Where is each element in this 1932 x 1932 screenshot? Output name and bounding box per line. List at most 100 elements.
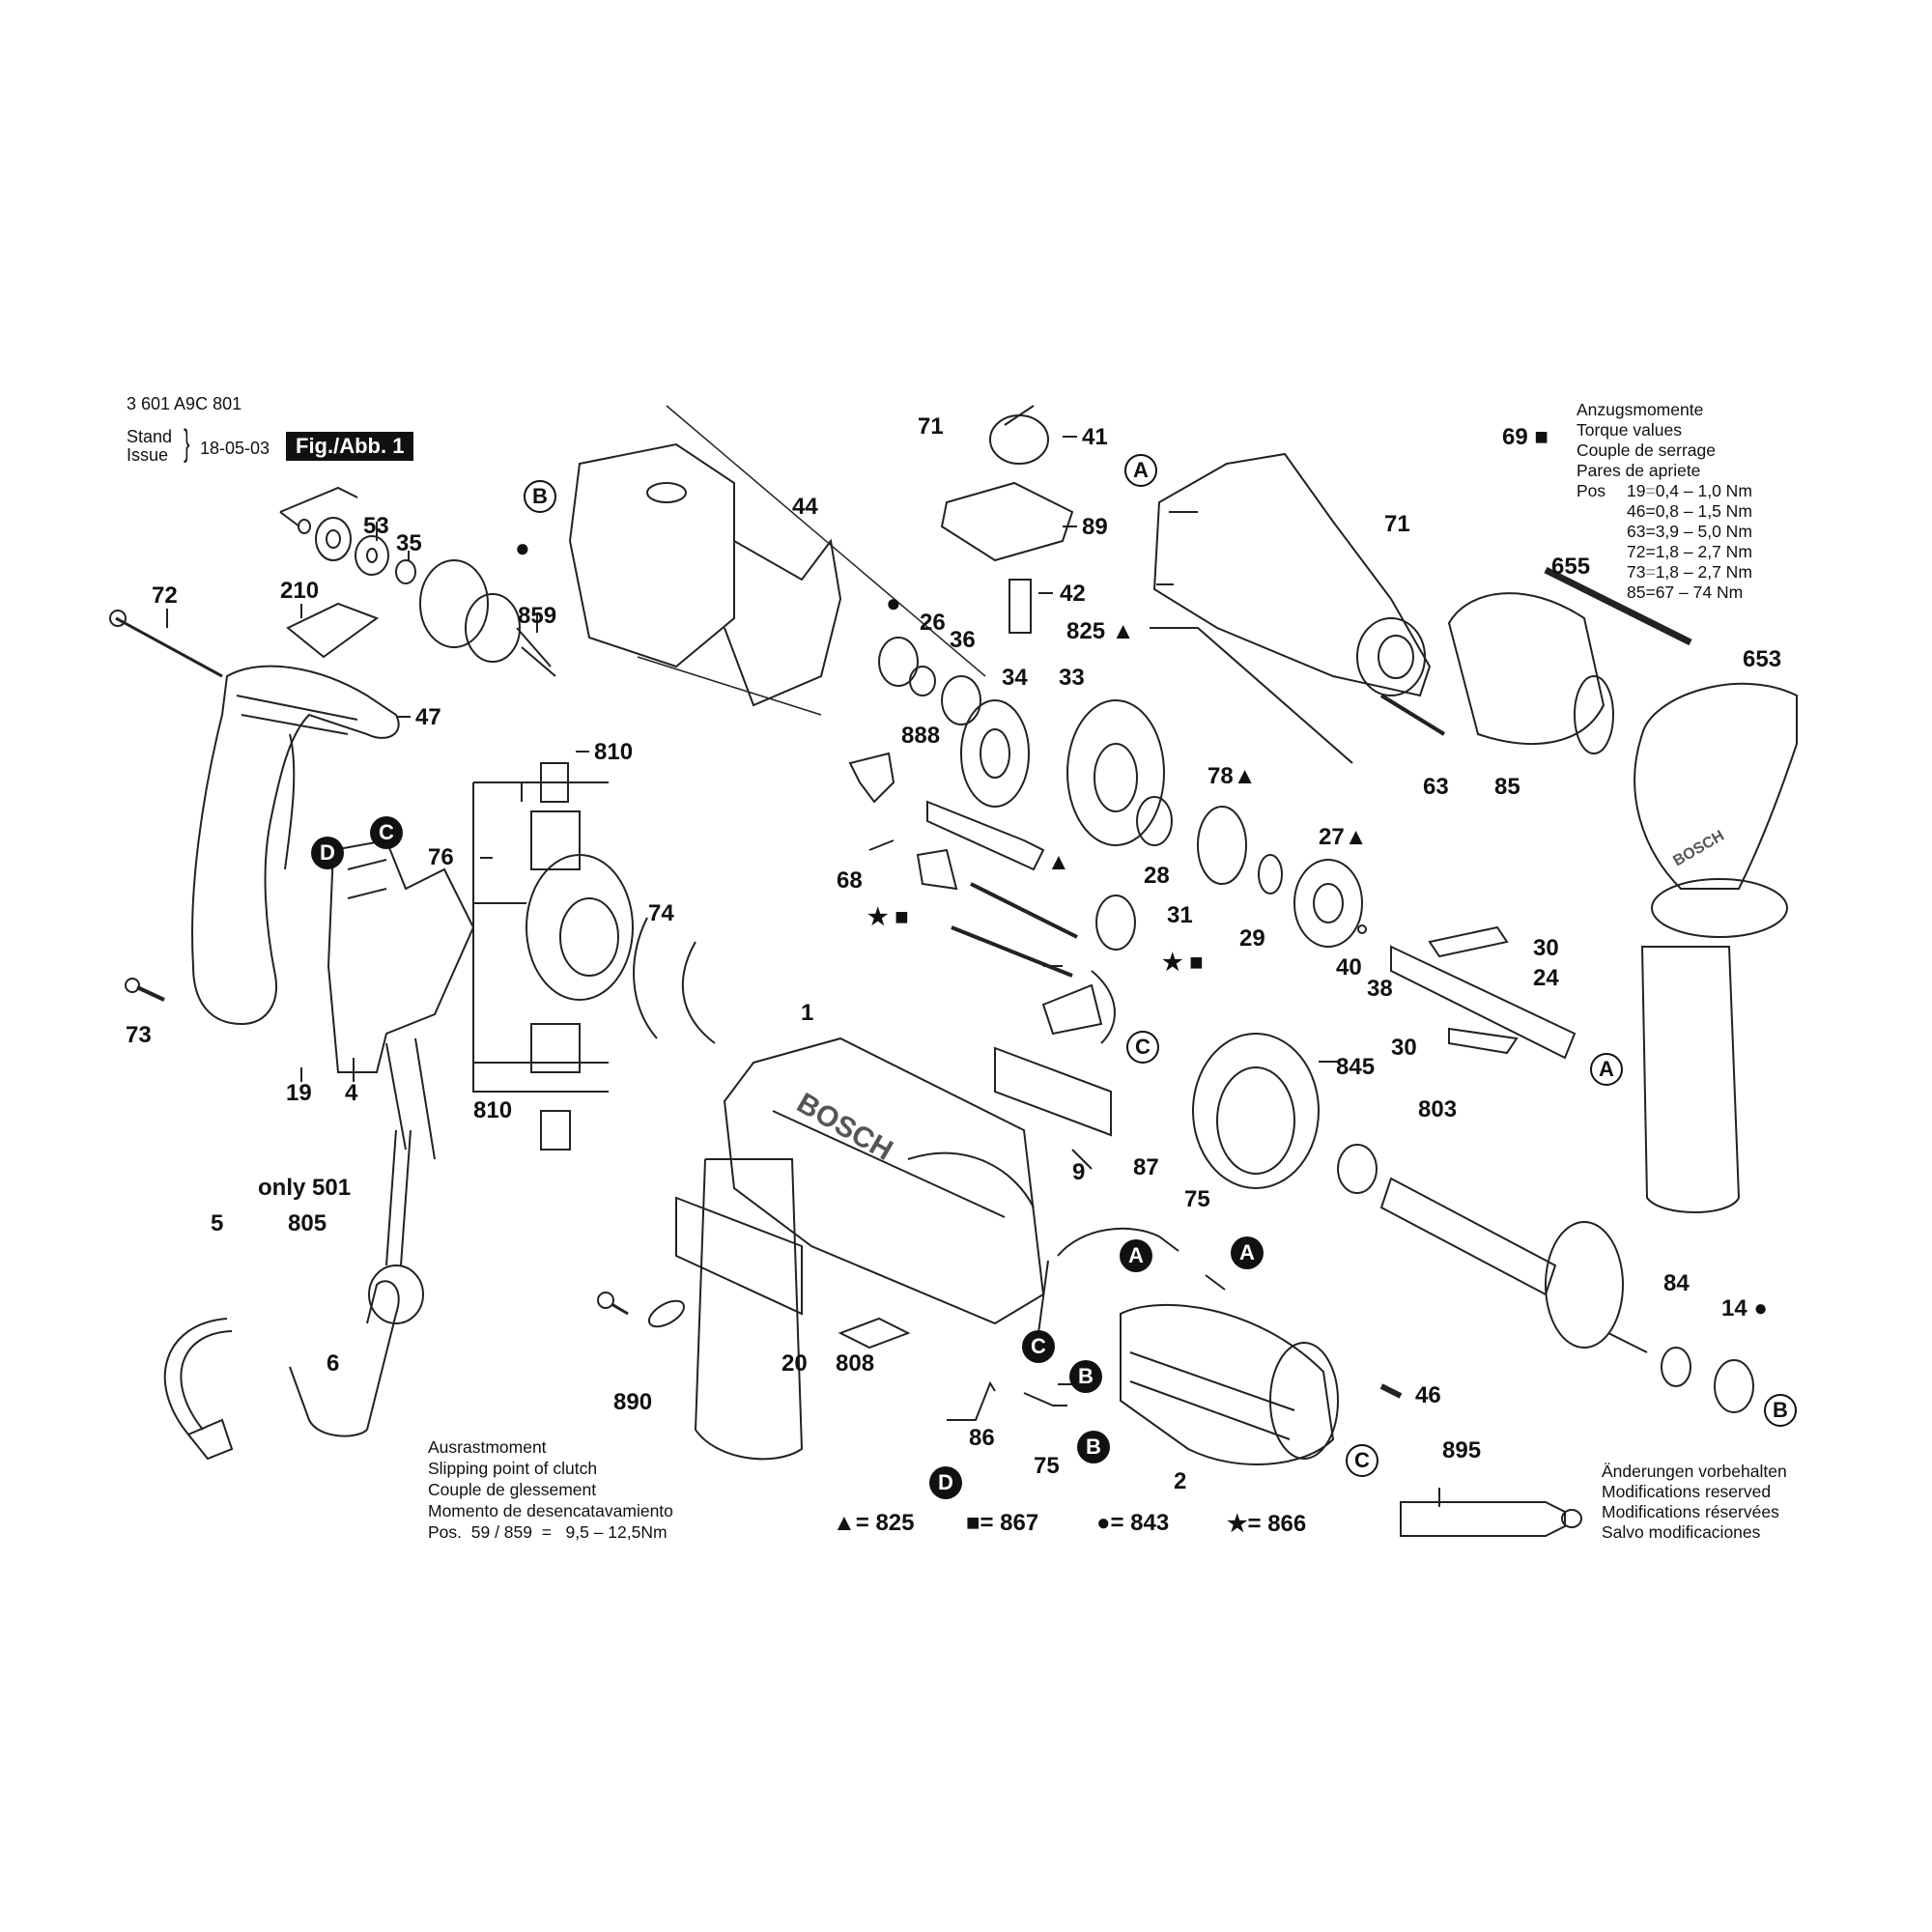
torque-row: 72=1,8 – 2,7 Nm xyxy=(1627,542,1752,562)
torque-pos: 73 xyxy=(1627,562,1646,582)
part-label-805[interactable]: 805 xyxy=(288,1210,327,1236)
part-label-73[interactable]: 73 xyxy=(126,1022,152,1048)
clutch-note: Ausrastmoment Slipping point of clutch C… xyxy=(428,1436,673,1543)
part-label-46[interactable]: 46 xyxy=(1415,1382,1441,1408)
part-label-47[interactable]: 47 xyxy=(415,704,441,730)
part-label-808[interactable]: 808 xyxy=(836,1350,875,1377)
part-label-89[interactable]: 89 xyxy=(1082,514,1108,540)
part-label-30-bottom[interactable]: 30 xyxy=(1391,1035,1417,1061)
part-label-63[interactable]: 63 xyxy=(1423,774,1449,800)
torque-pos: 72 xyxy=(1627,542,1646,561)
part-label-75-lower[interactable]: 75 xyxy=(1034,1453,1060,1479)
torque-pos-label: Pos xyxy=(1577,481,1606,500)
torque-range: 1,8 – 2,7 Nm xyxy=(1655,542,1752,561)
torque-values-block: Anzugsmomente Torque values Couple de se… xyxy=(1577,400,1752,603)
part-label-44[interactable]: 44 xyxy=(792,494,818,520)
part-label-890[interactable]: 890 xyxy=(613,1389,653,1415)
part-label-1[interactable]: 1 xyxy=(801,1000,814,1026)
part-label-810-top[interactable]: 810 xyxy=(594,739,634,765)
part-label-38[interactable]: 38 xyxy=(1367,976,1393,1002)
part-label-78[interactable]: 78▲ xyxy=(1208,763,1257,789)
torque-table: Pos 19=0,4 – 1,0 Nm 46=0,8 – 1,5 Nm 63=3… xyxy=(1577,481,1752,603)
callout-B-bearing[interactable]: B xyxy=(1764,1394,1797,1427)
part-label-895[interactable]: 895 xyxy=(1442,1437,1482,1463)
part-label-42[interactable]: 42 xyxy=(1060,581,1086,607)
part-label-28[interactable]: 28 xyxy=(1144,863,1170,889)
callout-A-75[interactable]: A xyxy=(1231,1236,1264,1269)
part-label-71-left[interactable]: 71 xyxy=(918,413,944,440)
part-label-27[interactable]: 27▲ xyxy=(1319,824,1368,850)
part-label-2[interactable]: 2 xyxy=(1174,1468,1187,1494)
part-label-71-right[interactable]: 71 xyxy=(1384,511,1410,537)
part-label-36[interactable]: 36 xyxy=(950,627,976,653)
callout-C-87[interactable]: C xyxy=(1022,1330,1055,1363)
notice-es: Salvo modificaciones xyxy=(1602,1522,1761,1542)
gears-33-34 xyxy=(878,637,1165,846)
part-label-84[interactable]: 84 xyxy=(1663,1270,1690,1296)
part-label-86[interactable]: 86 xyxy=(969,1425,995,1451)
part-label-4[interactable]: 4 xyxy=(345,1080,358,1106)
part-label-26[interactable]: 26 xyxy=(920,610,946,636)
part-label-41[interactable]: 41 xyxy=(1082,424,1108,450)
switch-part-4 xyxy=(327,838,475,1160)
part-label-14[interactable]: 14 ● xyxy=(1721,1295,1768,1321)
part-label-31[interactable]: 31 xyxy=(1167,902,1193,928)
part-label-810-bottom[interactable]: 810 xyxy=(473,1097,513,1123)
part-label-35[interactable]: 35 xyxy=(396,530,422,556)
callout-B-75[interactable]: B xyxy=(1077,1431,1110,1463)
part-label-53[interactable]: 53 xyxy=(363,513,389,539)
callout-A-shaft[interactable]: A xyxy=(1590,1053,1623,1086)
symbols-star-square-left: ★ ■ xyxy=(867,904,909,930)
part-label-30-top[interactable]: 30 xyxy=(1533,935,1559,961)
part-label-40[interactable]: 40 xyxy=(1336,954,1362,980)
torque-row: 73=1,8 – 2,7 Nm xyxy=(1627,562,1752,582)
torque-eq: = xyxy=(1645,481,1656,500)
callout-C-845[interactable]: C xyxy=(1126,1031,1159,1064)
part-label-19[interactable]: 19 xyxy=(286,1080,312,1106)
notice-de: Änderungen vorbehalten xyxy=(1602,1462,1787,1481)
part-label-24[interactable]: 24 xyxy=(1533,965,1559,991)
part-label-85[interactable]: 85 xyxy=(1494,774,1520,800)
part-label-76[interactable]: 76 xyxy=(428,844,454,870)
part-label-75-upper[interactable]: 75 xyxy=(1184,1186,1210,1212)
part-label-845[interactable]: 845 xyxy=(1336,1054,1376,1080)
part-label-87[interactable]: 87 xyxy=(1133,1154,1159,1180)
callout-B-top[interactable]: B xyxy=(524,480,556,513)
callout-D-86[interactable]: D xyxy=(929,1466,962,1499)
part-label-803[interactable]: 803 xyxy=(1418,1096,1458,1122)
part-label-210[interactable]: 210 xyxy=(280,578,320,604)
callout-D-switch[interactable]: D xyxy=(311,837,344,869)
part-label-29[interactable]: 29 xyxy=(1239,925,1265,952)
part-label-9[interactable]: 9 xyxy=(1072,1159,1086,1185)
legend-star: ★= 866 xyxy=(1227,1510,1306,1538)
part-label-20[interactable]: 20 xyxy=(781,1350,808,1377)
callout-A-stator[interactable]: A xyxy=(1120,1239,1152,1272)
callout-A-housing[interactable]: A xyxy=(1124,454,1157,487)
armature-part-803 xyxy=(1337,1144,1754,1413)
part-label-5[interactable]: 5 xyxy=(211,1210,224,1236)
part-label-859[interactable]: 859 xyxy=(518,603,557,629)
torque-eq: = xyxy=(1645,562,1656,582)
part-label-69[interactable]: 69 ■ xyxy=(1502,424,1548,450)
side-handle-part-653 xyxy=(1634,682,1798,1213)
torque-pos: 85 xyxy=(1627,582,1646,602)
part-label-653[interactable]: 653 xyxy=(1743,646,1782,672)
callout-C-switch[interactable]: C xyxy=(370,816,403,849)
part-label-6[interactable]: 6 xyxy=(327,1350,340,1377)
torque-eq: = xyxy=(1645,501,1656,521)
part-label-68[interactable]: 68 xyxy=(837,867,863,894)
callout-C-stator[interactable]: C xyxy=(1346,1444,1378,1477)
part-label-825[interactable]: 825 ▲ xyxy=(1066,618,1135,644)
part-label-74[interactable]: 74 xyxy=(648,900,674,926)
part-label-72[interactable]: 72 xyxy=(152,582,178,609)
part-label-33[interactable]: 33 xyxy=(1059,665,1085,691)
motor-housing-part-1 xyxy=(675,1037,1112,1461)
part-label-34[interactable]: 34 xyxy=(1002,665,1028,691)
part-label-888[interactable]: 888 xyxy=(901,723,941,749)
gear-housing-part-44 xyxy=(568,405,986,716)
callout-B-stator[interactable]: B xyxy=(1069,1360,1102,1393)
torque-pos: 19 xyxy=(1627,481,1646,500)
only-501-note: only 501 xyxy=(258,1175,352,1201)
part-label-655[interactable]: 655 xyxy=(1551,554,1591,580)
